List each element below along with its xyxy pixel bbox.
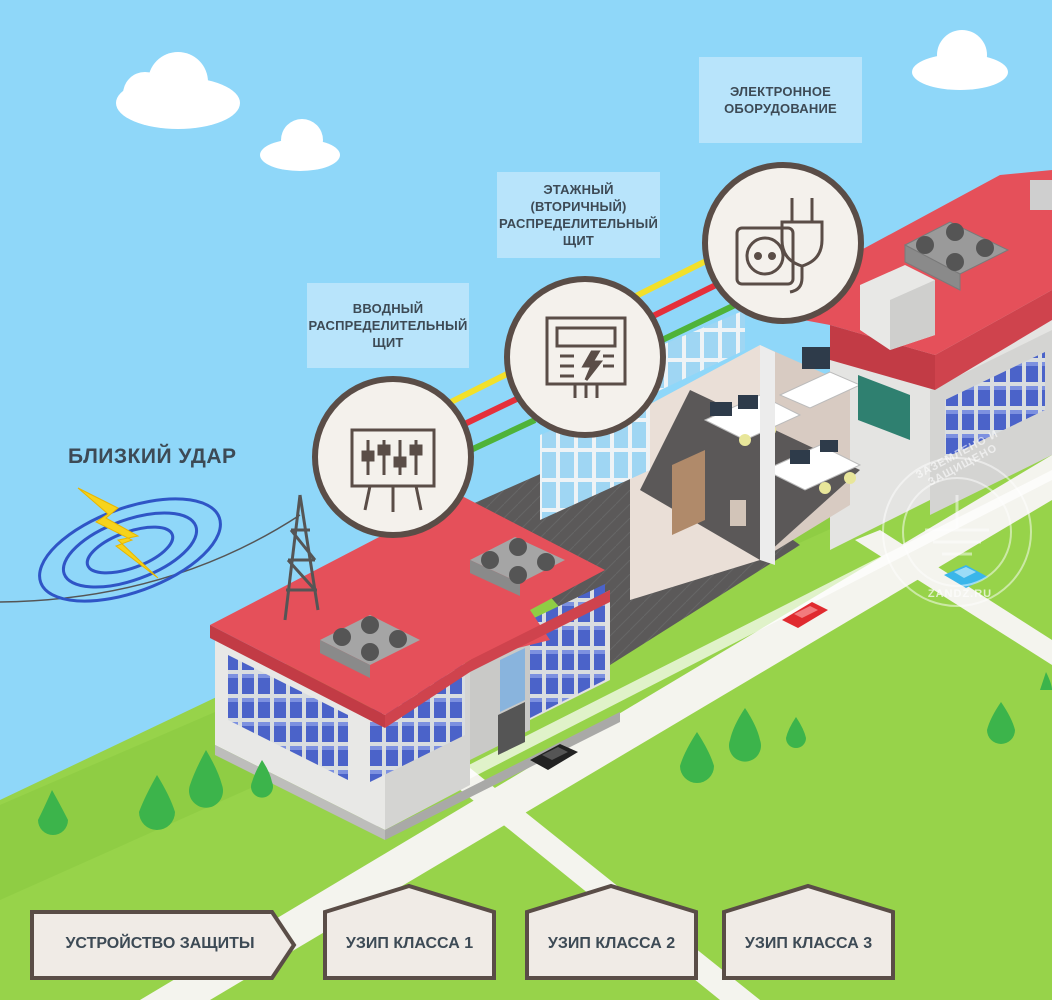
watermark-seal-icon (882, 457, 1032, 607)
label-electronics: ЭЛЕКТРОННОЕ ОБОРУДОВАНИЕ (699, 57, 862, 143)
meter-panel-icon (545, 316, 627, 398)
device-arrow-shape (30, 910, 297, 980)
strike-title: БЛИЗКИЙ УДАР (68, 445, 237, 468)
power-line (0, 514, 301, 603)
label-line: ОБОРУДОВАНИЕ (724, 101, 837, 116)
cloud-3 (912, 30, 1008, 90)
road-cross-2 (855, 530, 1052, 665)
socket-plug-icon (735, 198, 824, 294)
label-line: РАСПРЕДЕЛИТЕЛЬНЫЙ (308, 318, 468, 333)
label-line: ЭТАЖНЫЙ (ВТОРИЧНЫЙ) (530, 182, 627, 214)
label-line: ЩИТ (562, 233, 595, 248)
clouds (116, 30, 1008, 171)
office-interior (540, 310, 910, 600)
antenna-tower-icon (283, 494, 320, 621)
label-line: ВВОДНЫЙ (352, 301, 424, 316)
car-red (782, 602, 828, 628)
class3-house-shape (722, 883, 895, 980)
floor-board-circle (504, 276, 666, 438)
cloud-2 (260, 119, 340, 171)
lightning-strike (38, 487, 222, 603)
label-input-board: ВВОДНЫЙ РАСПРЕДЕЛИТЕЛЬНЫЙ ЩИТ (307, 283, 469, 368)
label-floor-board: ЭТАЖНЫЙ (ВТОРИЧНЫЙ) РАСПРЕДЕЛИТЕЛЬНЫЙ ЩИ… (497, 172, 660, 258)
cloud-1 (116, 52, 240, 129)
class2-house-shape (525, 883, 698, 980)
label-line: ЭЛЕКТРОННОЕ (729, 84, 832, 99)
input-board-circle (312, 376, 474, 538)
distribution-panel-icon (350, 428, 436, 512)
class1-house-shape (323, 883, 496, 980)
label-line: РАСПРЕДЕЛИТЕЛЬНЫЙ (498, 216, 658, 231)
label-line: ЩИТ (372, 335, 404, 350)
trees (38, 672, 1052, 835)
lightning-bolt-icon (77, 487, 159, 579)
watermark-site: ZANDZ.RU (927, 588, 993, 600)
car-black (530, 744, 578, 770)
electronics-circle (702, 162, 864, 324)
